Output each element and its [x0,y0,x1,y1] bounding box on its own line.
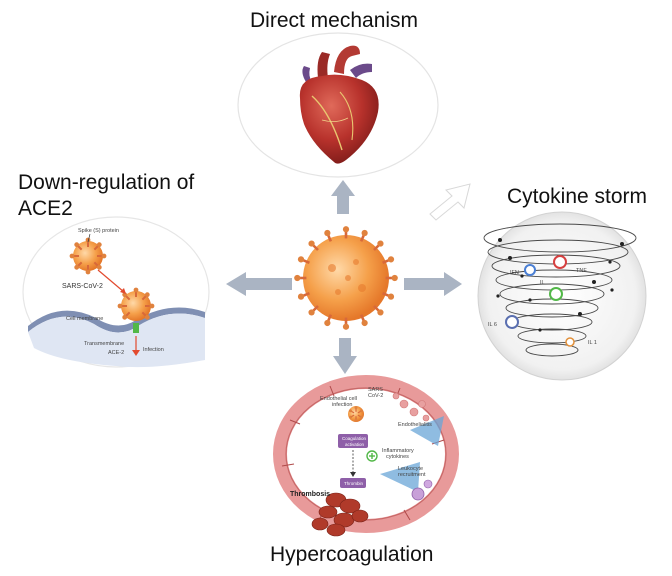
label-infection: Infection [143,347,164,353]
ace2-panel: Spike (S) protein SARS-CoV-2 Cell membra… [22,216,210,368]
label-cell-membrane: Cell membrane [66,316,103,322]
label-thrombosis: Thrombosis [290,491,330,498]
title-ace2: ACE2 [18,197,73,220]
label-il6: IL 6 [488,322,497,328]
label-sars-cov-2: SARS-CoV-2 [62,283,103,290]
label-spike-protein: Spike (S) protein [78,228,119,234]
label-activation: activation [345,442,365,447]
title-down-regulation: Down-regulation of [18,171,195,194]
label-endothelialitis: Endothelialitis [398,422,432,428]
label-ace-2: ACE-2 [108,350,124,356]
label-ifn: IFN [510,270,519,276]
label-inflammatory: Inflammatory [382,448,414,454]
title-cytokine-storm: Cytokine storm [507,185,648,208]
heart-illustration [299,45,379,164]
vessel-virus-icon [348,406,364,422]
arrow-up [331,180,355,214]
title-direct-mechanism: Direct mechanism [250,9,419,32]
label-thrombin: Thrombin [344,481,364,486]
coagulation-box [338,434,368,448]
central-virus-icon [294,226,398,330]
label-il: IL [540,280,545,286]
arrow-right [404,272,462,296]
thrombosis-clot [311,492,369,537]
label-recruitment: recruitment [398,472,426,478]
arrow-down [333,338,357,374]
label-leukocyte: Leukocyte [398,466,423,472]
vessel-panel: Coagulation activation Thrombin Endothel… [272,375,464,537]
label-infection-vessel: infection [332,402,353,408]
label-endothelial-cell: Endothelial cell [320,396,357,402]
label-cov2: CoV-2 [368,393,383,399]
arrow-diagonal-outline [429,183,471,221]
label-cytokines: cytokines [386,454,409,460]
heart-panel [237,32,439,178]
title-hypercoagulation: Hypercoagulation [270,543,434,566]
label-tnf: TNF [576,268,587,274]
label-coagulation: Coagulation [342,436,367,441]
cytokine-panel: TNF IFN IL 6 IL 1 IL [477,211,647,381]
label-transmembrane: Transmembrane [84,341,124,347]
virus-binding-icon [117,287,155,321]
label-sars: SARS [368,387,383,393]
arrows [226,180,462,374]
label-il1: IL 1 [588,340,597,346]
cytokine-cells [505,255,575,347]
thrombin-box [340,478,366,488]
arrow-left [226,272,292,296]
virus-small-icon [69,237,107,275]
